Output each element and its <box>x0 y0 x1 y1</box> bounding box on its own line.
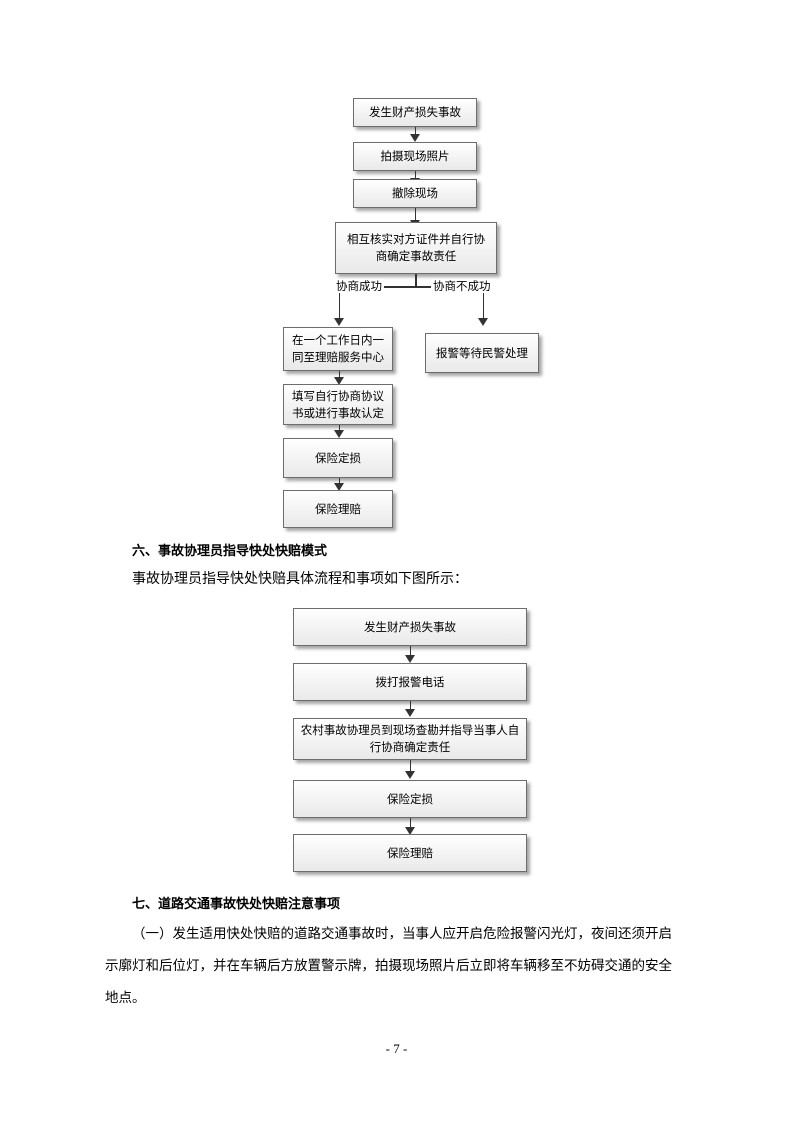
section7-paragraph-line3: 地点。 <box>105 990 146 1006</box>
flow1-fail-call-police: 报警等待民警处理 <box>425 333 539 373</box>
flow1-success-assess-label: 保险定损 <box>315 450 361 465</box>
flow1-branch-bar <box>339 286 483 288</box>
flow1-step-clear-scene-label: 撤除现场 <box>392 186 438 200</box>
flow1-step-accident: 发生财产损失事故 <box>353 98 477 127</box>
flow1-fail-call-police-label: 报警等待民警处理 <box>436 345 528 360</box>
flow2-step-claim: 保险理赔 <box>293 834 527 872</box>
flow1-step-photo-label: 拍摄现场照片 <box>380 149 450 163</box>
flow2-step-claim-label: 保险理赔 <box>387 845 433 860</box>
flow2-step-accident-label: 发生财产损失事故 <box>364 619 456 634</box>
flow2-step-coordinator-label: 农村事故协理员到现场查勘并指导当事人自行协商确定责任 <box>300 723 520 754</box>
flow1-success-claim: 保险理赔 <box>283 490 393 528</box>
flow2-step-coordinator: 农村事故协理员到现场查勘并指导当事人自行协商确定责任 <box>293 718 527 760</box>
flow1-step-verify-label: 相互核实对方证件并自行协商确定事故责任 <box>347 232 485 263</box>
section7-heading: 七、道路交通事故快处快赔注意事项 <box>132 897 341 912</box>
flow1-success-claim-label: 保险理赔 <box>315 501 361 516</box>
flow1-step-clear-scene: 撤除现场 <box>353 179 477 208</box>
flow1-step-photo: 拍摄现场照片 <box>353 142 477 171</box>
flow2-step-accident: 发生财产损失事故 <box>293 608 527 646</box>
flow1-success-agreement-label: 填写自行协商协议书或进行事故认定 <box>292 388 384 420</box>
flow2-step-assess: 保险定损 <box>293 780 527 818</box>
flow1-branch-success-label: 协商成功 <box>334 279 384 293</box>
flow1-branch-fail-label: 协商不成功 <box>431 279 493 293</box>
flow2-step-assess-label: 保险定损 <box>387 791 433 806</box>
section6-heading: 六、事故协理员指导快处快赔模式 <box>132 544 328 559</box>
flow1-success-visit-center-label: 在一个工作日内一同至理赔服务中心 <box>292 333 384 364</box>
flow2-step-call-police-label: 拨打报警电话 <box>375 674 445 689</box>
flow1-success-agreement: 填写自行协商协议书或进行事故认定 <box>283 384 393 425</box>
flow1-success-assess: 保险定损 <box>283 438 393 478</box>
flow1-success-visit-center: 在一个工作日内一同至理赔服务中心 <box>283 327 393 371</box>
section7-paragraph-line1: （一）发生适用快处快赔的道路交通事故时，当事人应开启危险报警闪光灯，夜间还须开启 <box>132 926 672 942</box>
flow1-branch-stem <box>415 274 417 286</box>
section6-intro: 事故协理员指导快处快赔具体流程和事项如下图所示： <box>132 571 468 587</box>
section7-paragraph-line2: 示廓灯和后位灯，并在车辆后方放置警示牌，拍摄现场照片后立即将车辆移至不妨碍交通的… <box>105 958 672 974</box>
flow2-step-call-police: 拨打报警电话 <box>293 663 527 701</box>
flow1-step-verify: 相互核实对方证件并自行协商确定事故责任 <box>335 222 497 274</box>
page-number: - 7 - <box>385 1041 408 1056</box>
flow1-step-accident-label: 发生财产损失事故 <box>369 105 461 119</box>
